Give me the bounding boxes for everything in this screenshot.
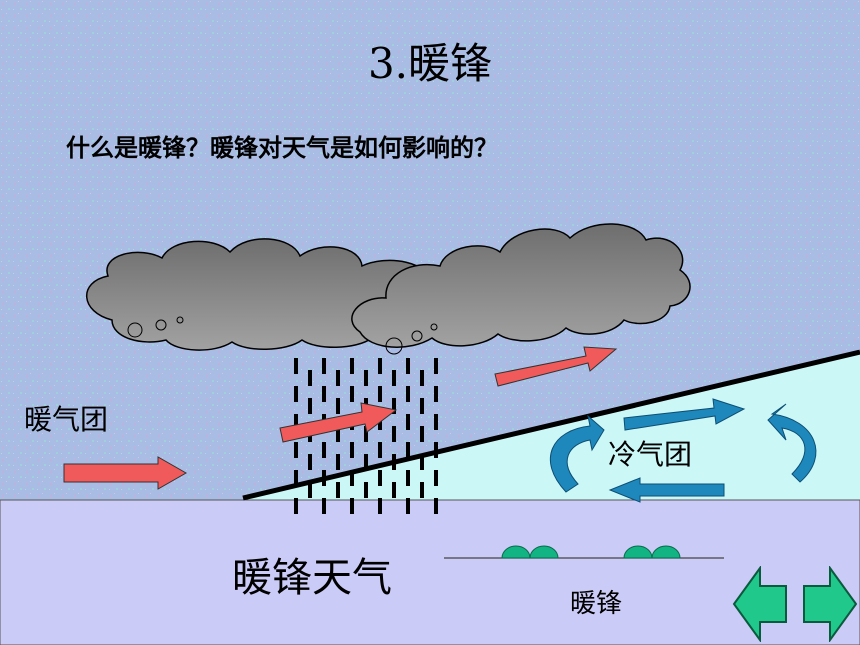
prev-slide-button[interactable] xyxy=(732,564,788,644)
front-symbol-semicircle xyxy=(651,545,681,559)
rain-streak xyxy=(434,358,438,374)
rain-streak xyxy=(434,442,438,458)
rain-streak xyxy=(434,498,438,514)
rain-streak xyxy=(308,454,312,470)
warm-air-arrow-3 xyxy=(494,346,618,387)
warm-air-arrow-1 xyxy=(63,456,188,490)
arrow-right-icon xyxy=(803,564,858,644)
rain-streak xyxy=(406,358,410,374)
rain-streak xyxy=(308,482,312,498)
cold-air-arrow-bottom xyxy=(608,477,725,503)
front-surface-line xyxy=(242,349,860,501)
warm-front-weather-label: 暖锋天气 xyxy=(232,555,392,601)
ground xyxy=(0,499,860,645)
rain-streak xyxy=(392,426,396,442)
rain-streak xyxy=(336,370,340,386)
warm-front-symbol-label: 暖锋 xyxy=(570,589,623,619)
rain-streak xyxy=(322,386,326,402)
rain-streak xyxy=(392,482,396,498)
rain-streak xyxy=(322,470,326,486)
rain-streak xyxy=(392,454,396,470)
rain-streak xyxy=(294,442,298,458)
next-slide-button[interactable] xyxy=(802,564,858,644)
rain-streak xyxy=(308,398,312,414)
cold-air-arrow-top xyxy=(623,398,746,431)
rain-streak xyxy=(392,370,396,386)
front-symbol-semicircle xyxy=(529,545,559,559)
rain-streak xyxy=(434,470,438,486)
rain-streak xyxy=(322,442,326,458)
rain-streak xyxy=(364,482,368,498)
rain-streak xyxy=(322,358,326,374)
rain-streak xyxy=(434,414,438,430)
rain-streak xyxy=(336,454,340,470)
rain-streak xyxy=(364,426,368,442)
rain-streak xyxy=(322,498,326,514)
rain-streak xyxy=(364,370,368,386)
rain-streak xyxy=(420,370,424,386)
rain-streak xyxy=(406,442,410,458)
rain-streak xyxy=(378,470,382,486)
rain-streak xyxy=(336,426,340,442)
rain-streak xyxy=(378,498,382,514)
rain-streak xyxy=(420,482,424,498)
front-symbol-semicircle xyxy=(501,545,531,559)
rain-streak xyxy=(294,414,298,430)
rain-streak xyxy=(294,358,298,374)
rain-streak xyxy=(406,470,410,486)
rain-streak xyxy=(350,442,354,458)
rain-streak xyxy=(336,482,340,498)
rain-streak xyxy=(406,414,410,430)
rain-streak xyxy=(294,470,298,486)
rain-streak xyxy=(378,386,382,402)
rain-streak xyxy=(378,358,382,374)
rain-streak xyxy=(378,442,382,458)
slide-title: 3.暖锋 xyxy=(367,39,493,88)
rain-streak xyxy=(336,398,340,414)
front-symbol-semicircle xyxy=(623,545,653,559)
rain-streak xyxy=(420,426,424,442)
cold-air-arrow-left xyxy=(549,414,605,493)
rain-streak xyxy=(350,386,354,402)
rain-streak xyxy=(350,470,354,486)
rain-streak xyxy=(434,386,438,402)
cold-air-arrow-right xyxy=(767,403,817,483)
question-text: 什么是暖锋？暖锋对天气是如何影响的？ xyxy=(66,134,498,162)
rain-streak xyxy=(294,498,298,514)
warm-air-label: 暖气团 xyxy=(24,403,109,436)
rain-streak xyxy=(420,398,424,414)
warm-air-arrow-2 xyxy=(279,402,398,443)
rain-streak xyxy=(308,370,312,386)
arrow-left-icon xyxy=(732,564,787,644)
rain-streak xyxy=(364,454,368,470)
rain-streak xyxy=(350,498,354,514)
rain-streak xyxy=(406,386,410,402)
rain-streak xyxy=(420,454,424,470)
rain-streak xyxy=(392,398,396,414)
rain-streak xyxy=(294,386,298,402)
rain-streak xyxy=(350,358,354,374)
cloud-right xyxy=(351,223,691,348)
rain-streak xyxy=(406,498,410,514)
cold-air-label: 冷气团 xyxy=(608,438,693,471)
